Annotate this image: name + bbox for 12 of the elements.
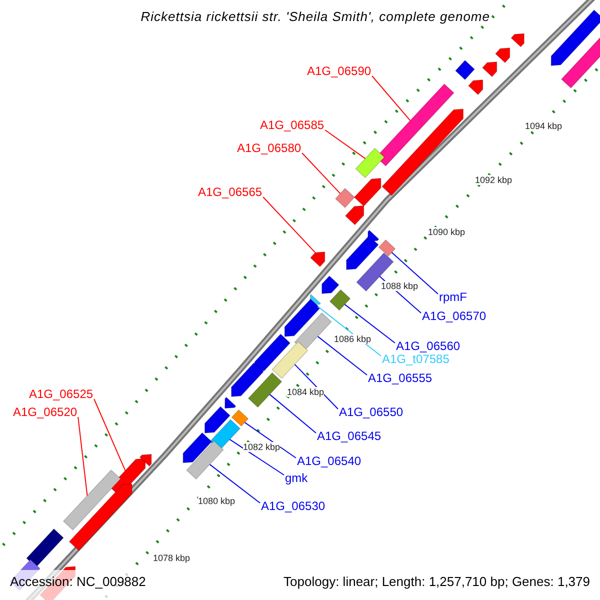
scale-label: 1090 kbp: [428, 227, 466, 237]
scale-label: 1088 kbp: [381, 281, 418, 291]
scale-label: 1082 kbp: [243, 442, 280, 452]
scale-label: 1078 kbp: [153, 553, 190, 563]
scale-label: 1080 kbp: [198, 496, 236, 506]
scale-label: 1084 kbp: [287, 387, 324, 397]
scale-label: 1086 kbp: [334, 334, 372, 344]
accession-text: Accession: NC_009882: [10, 574, 146, 589]
scale-label: 1092 kbp: [475, 175, 512, 185]
genome-info-text: Topology: linear; Length: 1,257,710 bp; Genes: 1,379: [284, 574, 590, 589]
diagram-title: Rickettsia rickettsii str. 'Sheila Smith', complete genome: [140, 9, 490, 24]
scale-label: 1094 kbp: [525, 121, 562, 131]
